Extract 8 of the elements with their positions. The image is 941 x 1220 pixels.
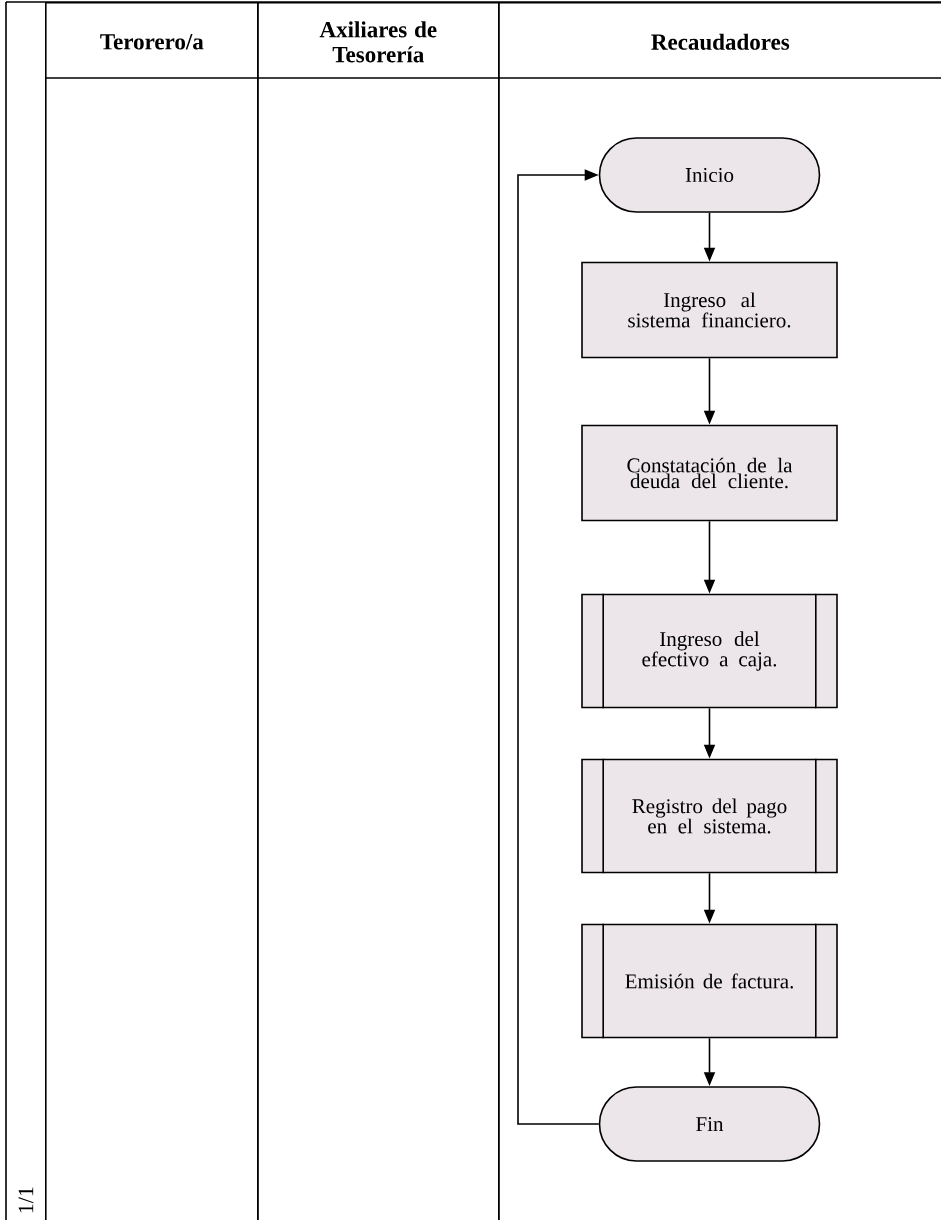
process-box: Ingreso al sistema financiero.: [581, 261, 838, 359]
arrow: [517, 169, 600, 1125]
subprocess-box: Ingreso del efectivo a caja.: [581, 592, 838, 710]
swimlane: Axiliares de Tesorería: [257, 2, 500, 1220]
process-box: Constatación de la deuda del cliente.: [581, 424, 838, 522]
swimlane: Terorero/a: [45, 2, 259, 1220]
subprocess-box: Registro del pago en el sistema.: [581, 757, 838, 875]
subprocess-box: Emisión de factura.: [581, 922, 838, 1040]
